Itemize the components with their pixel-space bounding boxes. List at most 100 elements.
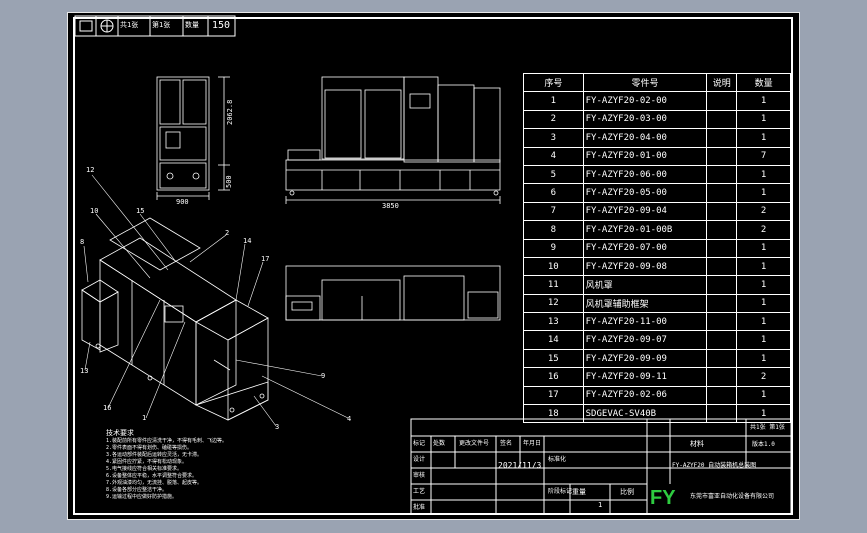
title-scale-label: 比例 [620, 488, 634, 496]
cell-code: FY-AZYF20-07-00 [582, 238, 708, 258]
cell-no: 15 [523, 348, 584, 369]
cell-code: FY-AZYF20-03-00 [582, 109, 708, 130]
cell-code: SDGEVAC-SV40B [582, 404, 708, 424]
cell-qty: 1 [736, 238, 791, 258]
balloon-8: 8 [80, 238, 85, 246]
note-line: 6.设备整体应平稳，水平调整符合要求。 [106, 473, 198, 479]
cell-qty: 1 [736, 275, 791, 295]
balloon-3: 3 [275, 423, 280, 431]
title-block-label: 处数 [433, 440, 446, 447]
title-date: 2021/11/3 [498, 461, 542, 470]
title-block-label: 标准化 [548, 456, 567, 463]
cell-qty: 1 [736, 385, 791, 406]
cell-qty: 1 [736, 330, 791, 350]
cell-note [706, 183, 738, 203]
balloon-1: 1 [142, 414, 147, 422]
technical-notes: 技术要求 1.装配前所有零件应清洗干净，不得有毛刺、飞边等。2.零件表面不得有划… [106, 430, 227, 500]
header-label-2: 第1张 [152, 21, 171, 29]
balloon-2: 2 [225, 229, 230, 237]
balloon-10: 10 [90, 207, 99, 215]
cell-no: 5 [523, 164, 584, 185]
cell-qty: 1 [736, 348, 791, 369]
balloon-9: 9 [321, 372, 326, 380]
cell-qty: 1 [736, 312, 791, 332]
title-model: FY-AZYF20 自动装箱机总装图 [672, 462, 757, 469]
title-block-label: 更改文件号 [459, 440, 490, 447]
cell-note [706, 201, 738, 222]
cell-no: 2 [523, 109, 584, 130]
dim-height-lower: 500 [225, 175, 233, 188]
leader-lines [83, 174, 349, 427]
note-line: 5.电气接线应符合相关标准要求。 [106, 466, 183, 472]
cell-note [706, 385, 738, 406]
cell-qty: 1 [736, 109, 791, 130]
col-header-note: 说明 [706, 72, 738, 93]
balloon-15: 15 [136, 207, 145, 215]
cell-qty: 2 [736, 220, 791, 240]
cell-no: 12 [523, 293, 584, 314]
cell-code: FY-AZYF20-09-07 [582, 330, 708, 350]
cell-code: FY-AZYF20-05-00 [582, 183, 708, 203]
dim-length-front: 3850 [382, 202, 399, 210]
cell-qty: 2 [736, 201, 791, 222]
cell-no: 17 [523, 385, 584, 406]
dim-height-total: 2062.8 [226, 99, 234, 125]
cell-no: 16 [523, 367, 584, 387]
title-block-label: 签名 [500, 440, 513, 447]
cell-code: 风机罩辅助框架 [582, 293, 708, 314]
cell-qty: 1 [736, 91, 791, 111]
header-label-3: 数量 [185, 21, 199, 29]
isometric-view [81, 217, 269, 421]
cell-qty: 1 [736, 293, 791, 314]
balloon-12: 12 [86, 166, 95, 174]
cell-no: 11 [523, 275, 584, 295]
title-block-label: 审核 [413, 472, 426, 479]
title-block-label: 工艺 [413, 488, 426, 495]
notes-title: 技术要求 [106, 429, 134, 437]
company-name: 东莞市富亚自动化设备有限公司 [690, 493, 775, 500]
balloon-14: 14 [243, 237, 252, 245]
balloon-13: 13 [80, 367, 89, 375]
cell-code: FY-AZYF20-11-00 [582, 312, 708, 332]
header-label-1: 共1张 [120, 21, 139, 29]
title-block-label: 阶段标记 [548, 488, 573, 495]
header-strip [74, 15, 236, 37]
cell-note [706, 238, 738, 258]
cell-no: 6 [523, 183, 584, 203]
title-material-label: 材料 [690, 440, 704, 448]
cell-code: FY-AZYF20-01-00 [582, 146, 708, 166]
cell-code: FY-AZYF20-04-00 [582, 128, 708, 148]
title-count: 1 [598, 501, 603, 509]
cell-note [706, 275, 738, 295]
cell-no: 3 [523, 128, 584, 148]
cell-note [706, 91, 738, 111]
note-line: 9.运输过程中应做好防护措施。 [106, 494, 178, 500]
title-sheet-info: 共1张 第1张 [750, 424, 785, 431]
title-mass-label: 重量 [572, 488, 586, 496]
title-block-label: 年月日 [523, 440, 542, 447]
cell-qty: 7 [736, 146, 791, 166]
cell-qty: 1 [736, 256, 791, 277]
cell-no: 18 [523, 404, 584, 424]
cell-no: 10 [523, 256, 584, 277]
cell-qty: 1 [736, 164, 791, 185]
cell-code: FY-AZYF20-09-11 [582, 367, 708, 387]
title-block-label: 批准 [413, 504, 426, 511]
cell-no: 14 [523, 330, 584, 350]
cell-note [706, 330, 738, 350]
cell-note [706, 348, 738, 369]
cell-code: FY-AZYF20-06-00 [582, 164, 708, 185]
col-header-no: 序号 [523, 72, 584, 93]
cell-note [706, 220, 738, 240]
title-version: 版本1.0 [752, 441, 775, 448]
